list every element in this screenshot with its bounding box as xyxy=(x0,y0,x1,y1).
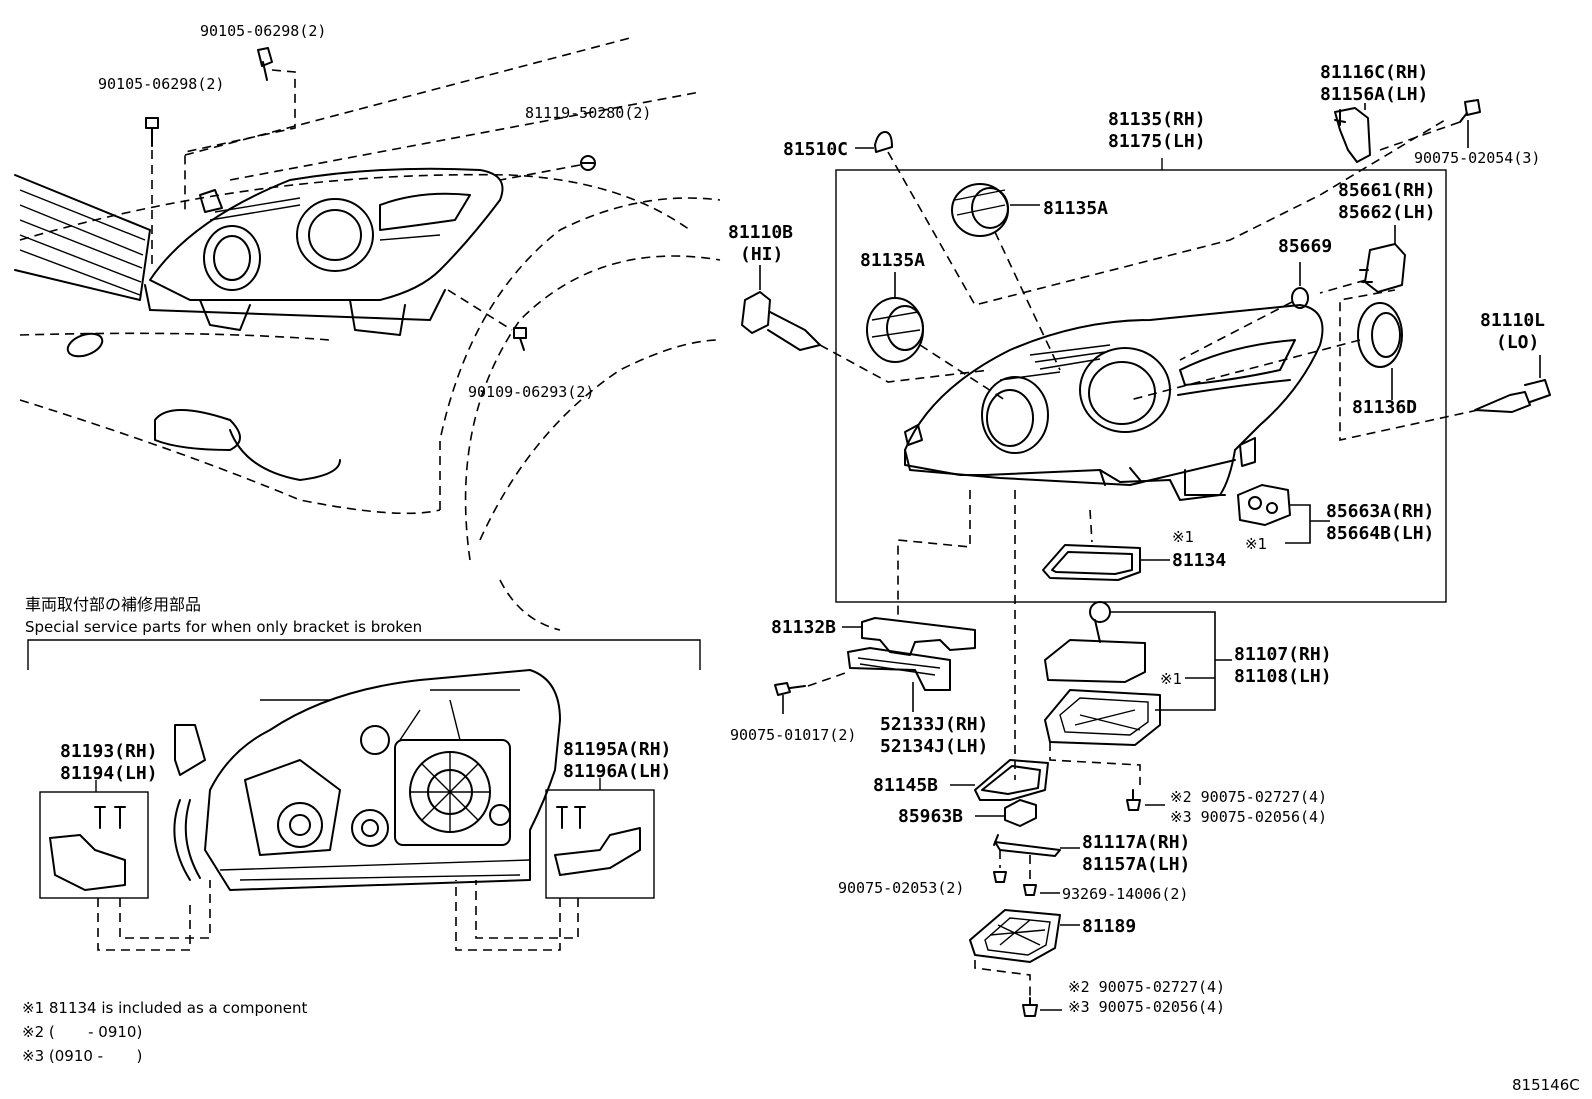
part-labels: 90105-06298(2) 90105-06298(2) 81119-5028… xyxy=(60,22,1545,1016)
label-gasket-mark: ※1 xyxy=(1172,528,1194,546)
ring-icon xyxy=(1357,302,1403,368)
footnote-3: ※3 (0910 - ) xyxy=(22,1047,142,1065)
screw-icon xyxy=(556,806,568,829)
label-oring: 85669 xyxy=(1278,236,1332,257)
vehicle-front-drawing xyxy=(14,37,721,631)
label-bracket-rh: 81116C(RH) xyxy=(1320,62,1428,83)
bolt-icon xyxy=(145,117,159,147)
ring-icon xyxy=(951,183,1009,237)
label-bolt-top1: 90105-06298(2) xyxy=(200,22,326,40)
label-bulb-cap: 81510C xyxy=(783,139,848,160)
footnote-2: ※2 ( - 0910) xyxy=(22,1023,142,1041)
label-motor-rh: 85663A(RH) xyxy=(1326,501,1434,522)
side-bracket-icon xyxy=(1334,107,1371,163)
screw-icon xyxy=(993,871,1007,883)
footnotes: ※1 81134 is included as a component ※2 (… xyxy=(22,999,307,1065)
exploded-headlamp xyxy=(741,99,1551,1017)
label-cover-rh: 81117A(RH) xyxy=(1082,832,1190,853)
label-bulb-hi-tag: (HI) xyxy=(740,244,783,265)
label-unit-rh: 81135(RH) xyxy=(1108,109,1206,130)
label-motor-mark: ※1 xyxy=(1245,535,1267,553)
bolt-icon xyxy=(257,47,273,81)
lower-bracket-icon xyxy=(847,647,951,691)
label-screw-c1: 90075-02053(2) xyxy=(838,879,964,897)
cover-icon xyxy=(993,834,1061,857)
label-screw-bracket: 90075-01017(2) xyxy=(730,726,856,744)
label-bracket-lh: 81156A(LH) xyxy=(1320,84,1428,105)
socket-icon xyxy=(1359,243,1406,293)
unit-frame xyxy=(835,169,1447,603)
label-bulb-hi: 81110B xyxy=(728,222,793,243)
screw-icon xyxy=(1459,99,1481,123)
clip-icon xyxy=(580,155,596,171)
screw-icon xyxy=(114,806,126,829)
label-lower-lh: 52134J(LH) xyxy=(880,736,988,757)
label-motor-lh: 85664B(LH) xyxy=(1326,523,1434,544)
label-connector: 85963B xyxy=(898,806,963,827)
leveling-motor-icon xyxy=(1237,484,1291,526)
label-screw-a2: ※2 90075-02727(4) xyxy=(1170,788,1327,806)
screw-icon xyxy=(774,682,806,696)
section-title-en: Special service parts for when only brac… xyxy=(25,618,422,636)
label-ballast-rh: 81107(RH) xyxy=(1234,644,1332,665)
label-repair-left-lh: 81194(LH) xyxy=(60,763,158,784)
screw-icon xyxy=(94,806,106,829)
bulb-hi-icon xyxy=(741,291,821,351)
label-screw-b2: ※2 90075-02727(4) xyxy=(1068,978,1225,996)
label-ring-d: 81136D xyxy=(1352,397,1417,418)
label-repair-right-rh: 81195A(RH) xyxy=(563,739,671,760)
label-cover-lower: 81189 xyxy=(1082,916,1136,937)
label-ring-a-top: 81135A xyxy=(1043,198,1108,219)
label-seal: 81145B xyxy=(873,775,938,796)
label-cover-lh: 81157A(LH) xyxy=(1082,854,1190,875)
screw-icon xyxy=(1126,789,1141,811)
label-ballast-lh: 81108(LH) xyxy=(1234,666,1332,687)
label-ballast-mark: ※1 xyxy=(1160,670,1182,688)
section-title-jp: 車両取付部の補修用部品 xyxy=(25,595,201,614)
label-bolt-top2: 90105-06298(2) xyxy=(98,75,224,93)
connector-icon xyxy=(1004,799,1037,827)
repair-kit-left-frame xyxy=(39,791,149,899)
label-bulb-lo-tag: (LO) xyxy=(1496,332,1539,353)
screw-icon xyxy=(1023,884,1037,896)
plate-icon xyxy=(861,617,976,656)
label-lower-rh: 52133J(RH) xyxy=(880,714,988,735)
screw-icon xyxy=(574,806,586,829)
label-socket-lh: 85662(LH) xyxy=(1338,202,1436,223)
gasket-icon xyxy=(1042,544,1141,581)
diagram-code: 815146C xyxy=(1512,1076,1580,1094)
label-clip-top: 81119-50280(2) xyxy=(525,104,651,122)
label-screw-a3: ※3 90075-02056(4) xyxy=(1170,808,1327,826)
label-bolt-side: 90109-06293(2) xyxy=(468,383,594,401)
ring-icon xyxy=(866,297,924,363)
bulb-cap-icon xyxy=(874,131,893,153)
label-ring-a-left: 81135A xyxy=(860,250,925,271)
label-plate: 81132B xyxy=(771,617,836,638)
o-ring-icon xyxy=(1291,287,1309,309)
label-unit-lh: 81175(LH) xyxy=(1108,131,1206,152)
bolt-icon xyxy=(513,327,527,351)
screw-icon xyxy=(1022,997,1038,1017)
label-screw-b3: ※3 90075-02056(4) xyxy=(1068,998,1225,1016)
ballast-icon xyxy=(1044,601,1161,746)
label-screw-c2: 93269-14006(2) xyxy=(1062,885,1188,903)
label-screw-3: 90075-02054(3) xyxy=(1414,149,1540,167)
section-heading: 車両取付部の補修用部品 Special service parts for wh… xyxy=(25,595,422,636)
label-gasket: 81134 xyxy=(1172,550,1226,571)
bulb-lo-icon xyxy=(1474,379,1551,413)
seal-icon xyxy=(974,759,1049,801)
label-repair-right-lh: 81196A(LH) xyxy=(563,761,671,782)
label-socket-rh: 85661(RH) xyxy=(1338,180,1436,201)
label-bulb-lo: 81110L xyxy=(1480,310,1545,331)
lower-cover-icon xyxy=(969,909,1061,963)
label-repair-left-rh: 81193(RH) xyxy=(60,741,158,762)
repair-bracket-section xyxy=(27,639,701,951)
footnote-1: ※1 81134 is included as a component xyxy=(22,999,307,1017)
